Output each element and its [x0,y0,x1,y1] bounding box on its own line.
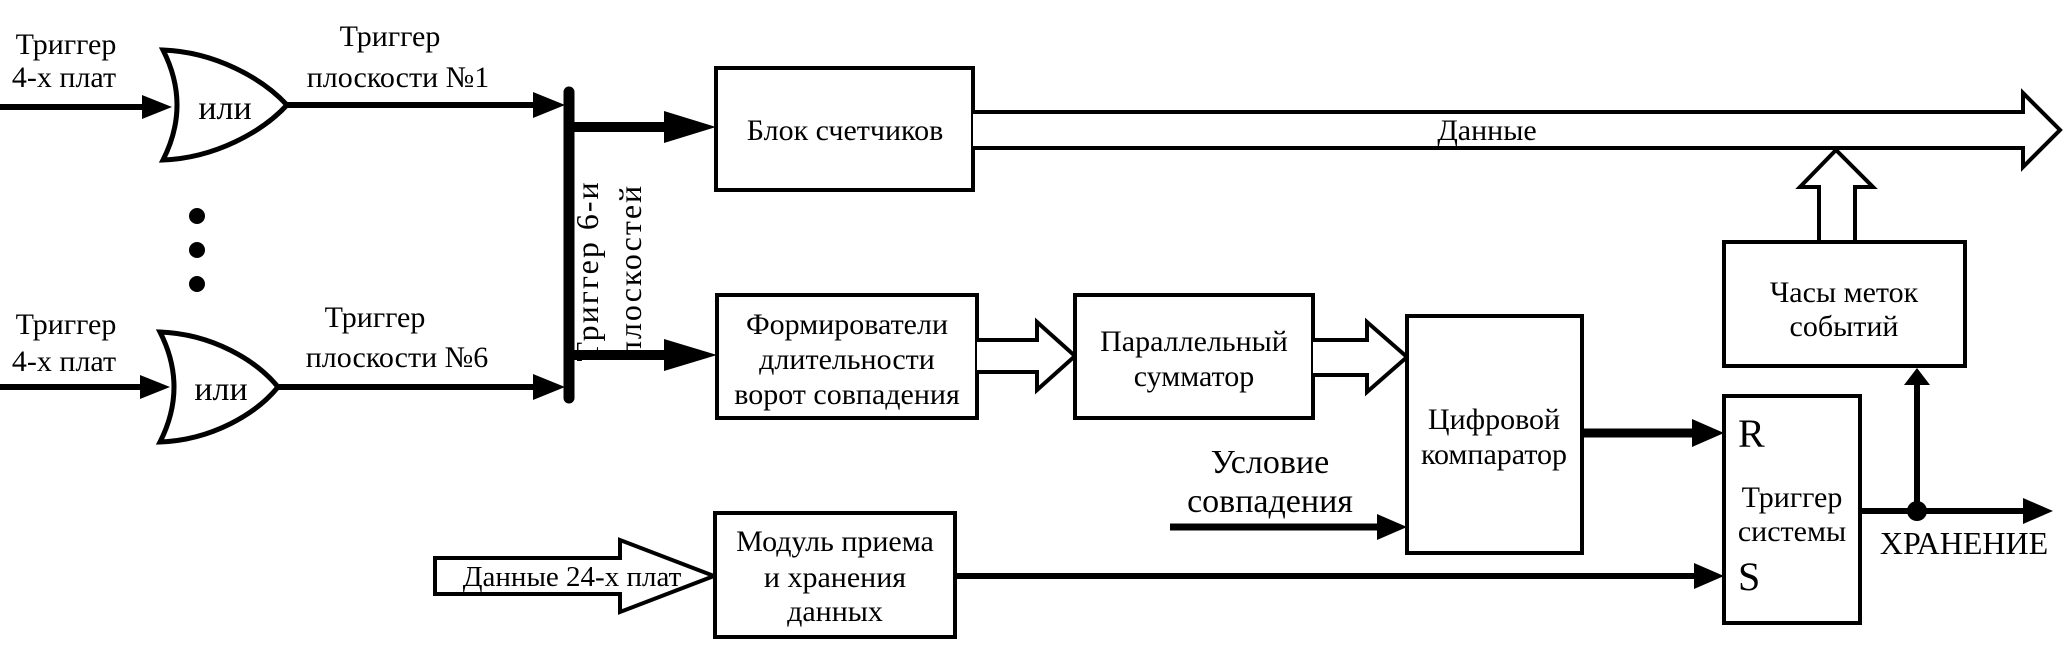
bus-arrow-to-formers [572,339,717,371]
hollow-arrow-adder-to-comparator [1313,317,1411,397]
digital-comparator-label-line2: компаратор [1421,438,1567,471]
coincidence-label-line2: совпадения [1187,483,1353,520]
coincidence-arrow [1170,514,1407,540]
system-trigger-box [1722,394,1862,625]
data-module-label-line1: Модуль приема [736,525,934,558]
system-trigger-s-label: S [1738,554,1760,599]
parallel-adder-label-line1: Параллельный [1100,325,1288,358]
ellipsis-dots [189,208,205,292]
bus-arrow-to-counter [572,111,716,143]
gate-formers-label-line1: Формирователи [746,308,948,341]
counter-block-label: Блок счетчиков [747,114,943,147]
junction-up-arrow [1904,368,1930,511]
storage-label: ХРАНЕНИЕ [1880,525,2048,561]
data-module-label-line3: данных [787,595,883,628]
gate-formers-box [715,293,979,420]
coincidence-label-line1: Условие [1211,444,1329,481]
data24-arrow-shape [433,537,720,615]
event-clock-up-arrow [1795,147,1878,242]
trigger4-top-label-line2: 4-х плат [12,61,116,94]
trigger4-bottom-label-line1: Триггер [16,308,117,341]
plane1-label-line1: Триггер [340,20,441,53]
data-bus-label: Данные [1437,114,1536,147]
event-clock-box [1722,240,1967,368]
system-trigger-r-label: R [1738,411,1765,456]
system-trigger-label-line2: системы [1738,515,1846,548]
system-trigger-label-line1: Триггер [1742,481,1843,514]
data-bus-arrow [973,88,2063,172]
or-gate-2-label: или [194,371,247,408]
data24-label: Данные 24-х плат [463,561,682,593]
trigger4-top-label-line1: Триггер [16,28,117,61]
comparator-to-r-arrow [1582,419,1724,447]
event-clock-label-line2: событий [1790,310,1899,343]
data-module-label-line2: и хранения [764,561,906,594]
plane1-label-line2: плоскости №1 [307,61,490,94]
plane1-arrow [287,92,565,118]
parallel-adder-label-line2: сумматор [1134,360,1255,393]
or-gate-1 [158,47,291,163]
digital-comparator-box [1405,314,1584,555]
plane6-label-line2: плоскости №6 [306,341,489,374]
plane-bus-label-line2: плоскостей [612,184,648,358]
or-gate-2 [155,329,282,445]
input-arrow-plane1 [0,95,172,119]
counter-block-box [714,66,975,192]
or-gate-1-label: или [198,90,251,127]
event-clock-label-line1: Часы меток [1770,276,1919,309]
parallel-adder-box [1073,293,1315,420]
plane-bus-label-line1: Триггер 6-и [569,180,605,361]
hollow-arrow-formers-to-adder [977,317,1078,395]
input-arrow-plane6 [0,375,170,399]
gate-formers-label-line3: ворот совпадения [734,378,960,411]
digital-comparator-label-line1: Цифровой [1428,403,1560,436]
plane6-arrow [278,374,565,400]
gate-formers-label-line2: длительности [759,343,935,376]
module-to-s-arrow [955,563,1724,589]
trigger4-bottom-label-line2: 4-х плат [12,345,116,378]
plane6-label-line1: Триггер [325,301,426,334]
storage-output-arrow [1860,498,2053,524]
junction-dot [1907,501,1927,521]
